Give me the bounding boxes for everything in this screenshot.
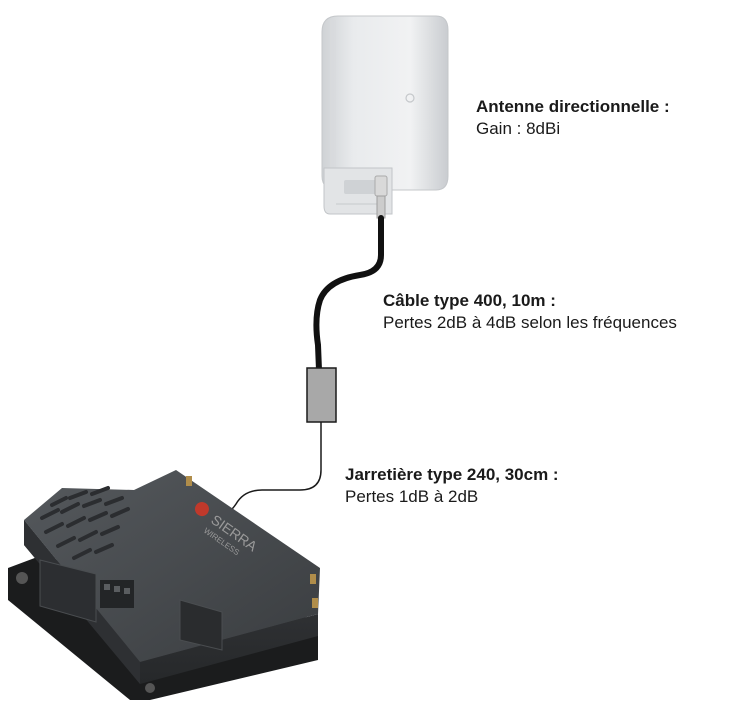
antenna-detail: Gain : 8dBi [476,119,561,138]
cable-label: Câble type 400, 10m : Pertes 2dB à 4dB s… [383,290,677,334]
directional-antenna-icon [321,15,449,219]
cable-detail: Pertes 2dB à 4dB selon les fréquences [383,313,677,332]
antenna-label: Antenne directionnelle : Gain : 8dBi [476,96,670,140]
router-icon: SIERRA WIRELESS [8,470,320,700]
connector-adapter-icon [306,367,337,423]
cable-title: Câble type 400, 10m : [383,291,556,310]
cable-icon [313,215,384,373]
jumper-detail: Pertes 1dB à 2dB [345,487,479,506]
jumper-title: Jarretière type 240, 30cm : [345,465,559,484]
antenna-title: Antenne directionnelle : [476,97,670,116]
jumper-label: Jarretière type 240, 30cm : Pertes 1dB à… [345,464,559,508]
jumper-cable-icon [213,422,322,521]
